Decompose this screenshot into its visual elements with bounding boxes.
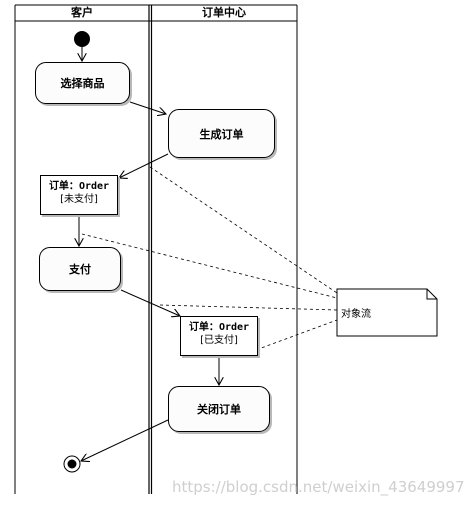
activity-diagram: 客户 订单中心 选择商品 生成订单 订单：Order [未支付] 支付 订单：O… xyxy=(14,4,465,496)
note-text: 对象流 xyxy=(341,309,371,320)
note-anchor-lines xyxy=(81,166,338,355)
action-select-goods-label: 选择商品 xyxy=(60,77,105,90)
object-order-unpaid[interactable]: 订单：Order [未支付] xyxy=(40,175,118,215)
action-create-order-label: 生成订单 xyxy=(199,127,244,141)
object-order-unpaid-state: [未支付] xyxy=(60,194,98,205)
object-order-unpaid-title-en: Order xyxy=(78,181,110,192)
note-shape xyxy=(336,288,438,337)
object-order-paid-state: [已支付] xyxy=(200,335,238,346)
action-pay[interactable]: 支付 xyxy=(39,247,121,291)
object-order-paid[interactable]: 订单：Order [已支付] xyxy=(180,316,258,356)
object-order-unpaid-title: 订单：Order xyxy=(41,180,117,193)
action-close-order[interactable]: 关闭订单 xyxy=(168,386,270,432)
initial-node xyxy=(74,31,90,47)
flow-create-to-order-unpaid xyxy=(119,153,169,178)
object-order-paid-title: 订单：Order xyxy=(181,321,257,334)
lane-title-customer: 客户 xyxy=(71,6,93,19)
action-close-order-label: 关闭订单 xyxy=(197,403,241,416)
action-create-order[interactable]: 生成订单 xyxy=(168,109,275,158)
diagram-lines xyxy=(14,4,438,494)
swimlane-frame xyxy=(14,4,298,494)
action-select-goods[interactable]: 选择商品 xyxy=(35,62,130,104)
flow-arrows xyxy=(79,47,219,461)
object-order-paid-title-cn: 订单： xyxy=(188,322,219,333)
flow-close-to-final xyxy=(81,419,169,461)
lane-title-order-center: 订单中心 xyxy=(202,6,246,19)
object-order-unpaid-title-cn: 订单： xyxy=(48,181,79,192)
flow-pay-to-order-paid xyxy=(120,289,180,316)
object-order-paid-title-en: Order xyxy=(218,322,250,333)
watermark-text: https://blog.csdn.net/weixin_43649997 xyxy=(172,478,465,496)
action-pay-label: 支付 xyxy=(69,263,91,276)
flow-select-to-create xyxy=(129,101,166,114)
final-node xyxy=(63,455,81,473)
